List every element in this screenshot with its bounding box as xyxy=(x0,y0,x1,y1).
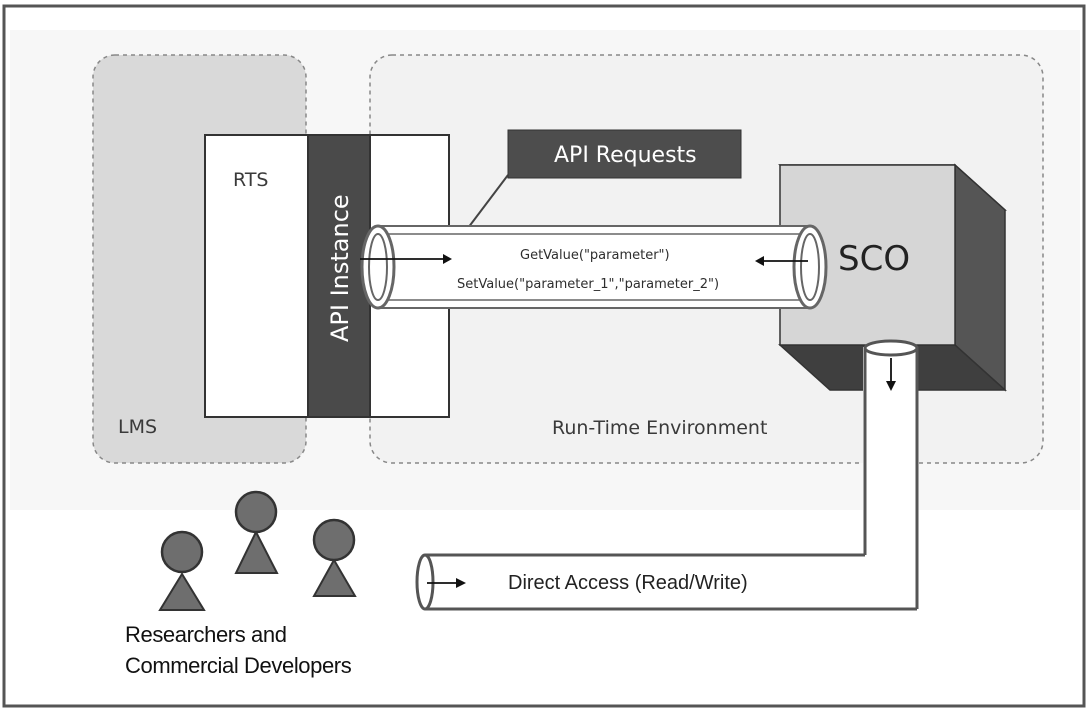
api-requests-leader xyxy=(467,174,509,229)
sco-label: SCO xyxy=(838,239,910,279)
api-right-arrowhead xyxy=(755,256,764,266)
api-instance-label: API Instance xyxy=(326,194,354,342)
set-value-call: SetValue("parameter_1","parameter_2") xyxy=(457,277,719,292)
lms-label: LMS xyxy=(118,416,157,438)
person-icon-left xyxy=(158,530,206,611)
rts-label: RTS xyxy=(233,169,269,191)
get-value-call: GetValue("parameter") xyxy=(520,248,670,263)
api-left-arrowhead xyxy=(443,254,452,264)
api-requests-label: API Requests xyxy=(554,143,697,168)
person-icon-middle xyxy=(234,490,279,574)
api-tube-left-end-inner xyxy=(368,233,388,301)
pipe-down-arrowhead xyxy=(886,381,896,391)
people-label-line1: Researchers and xyxy=(125,622,287,647)
rte-label: Run-Time Environment xyxy=(552,417,767,439)
api-tube-right-end-inner xyxy=(800,233,820,301)
direct-access-pipe xyxy=(425,347,917,609)
api-requests-box xyxy=(507,129,742,179)
pipe-right-arrowhead xyxy=(456,578,466,588)
pipe-top-opening xyxy=(863,339,919,357)
person-icon-right xyxy=(312,518,357,597)
people-label-line2: Commercial Developers xyxy=(125,653,352,678)
pipe-left-opening xyxy=(415,553,435,611)
api-tube-body xyxy=(378,226,810,308)
direct-access-label: Direct Access (Read/Write) xyxy=(508,572,748,594)
